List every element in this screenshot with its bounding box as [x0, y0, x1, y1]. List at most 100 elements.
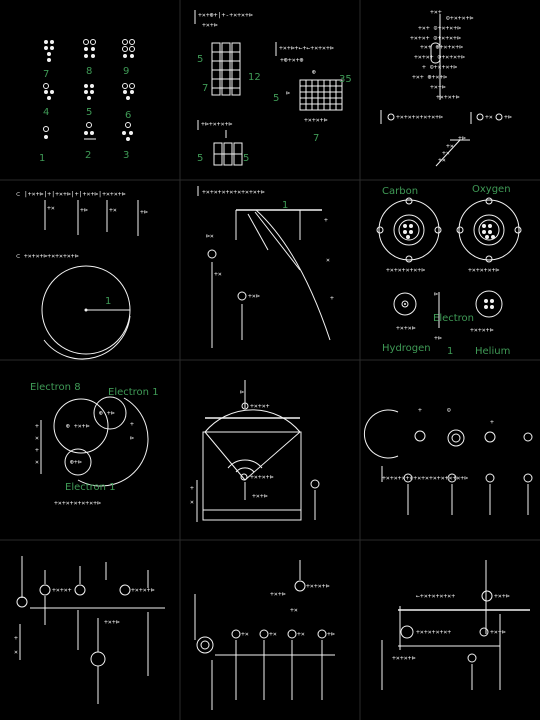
label-five: 5	[86, 107, 92, 118]
label-carbon: Carbon	[382, 186, 418, 197]
svg-text:×: ×	[35, 458, 39, 466]
label-one-electron: 1	[447, 346, 453, 357]
svg-text:+×: +×	[241, 630, 249, 638]
svg-text:+×: +×	[214, 270, 222, 278]
panel-12-cross: ←+×+×+×+×+ +×+⊳ +×+×+×+×+ +×+⊳ +×+×+⊳	[381, 560, 530, 690]
svg-text:+×+×+⊳: +×+×+⊳	[250, 473, 274, 481]
label-hydrogen: Hydrogen	[382, 343, 431, 354]
label-five-a: 5	[197, 54, 203, 65]
svg-text:+×+×⊳: +×+×⊳	[396, 324, 416, 332]
svg-text:⊂ |+×+⊳|+|+×+⊳|+|+×+⊳|+×+×+⊳: ⊂ |+×+⊳|+|+×+⊳|+|+×+⊳|+×+×+⊳	[16, 190, 126, 198]
svg-text:+⊳: +⊳	[140, 208, 148, 216]
column-stack-left	[211, 42, 241, 96]
svg-text:×: ×	[190, 498, 194, 506]
svg-text:+×+: +×+	[430, 8, 442, 16]
svg-text:+×+×+×+×+×+×+×+×+×+×+⊳: +×+×+×+×+×+×+×+×+×+×+⊳	[382, 474, 468, 482]
svg-text:+×+×+⊳: +×+×+⊳	[470, 326, 494, 334]
oxygen-atom: +×+×+×+⊳	[456, 197, 522, 274]
svg-text:+⊳: +⊳	[327, 630, 335, 638]
label-three: 3	[123, 150, 129, 161]
label-seven: 7	[43, 69, 49, 80]
symbol-eight	[83, 39, 96, 58]
svg-text:+⊳: +⊳	[80, 206, 88, 214]
electron-arrow: ⊳ +⊳	[434, 290, 442, 342]
svg-text:+×+ ⊕+×+⊳: +×+ ⊕+×+⊳	[412, 73, 447, 81]
svg-text:⊂ +×+×+⊳+×+×+×+⊳: ⊂ +×+×+⊳+×+×+×+⊳	[16, 252, 79, 260]
svg-text:+×⊳: +×⊳	[248, 292, 260, 300]
panel-10-network: +×+×+ +×+×+⊳ +× +×+⊳	[14, 556, 165, 704]
svg-text:+×: +×	[109, 206, 117, 214]
svg-text:+×+⊳: +×+⊳	[252, 492, 268, 500]
panel-2-multiplication: +×+⊕+|+-+×+×+⊳ +×+⊳ 5 12 7 +×+⊳+←+←+×+×+…	[194, 10, 352, 166]
symbol-two	[84, 122, 96, 140]
svg-text:+×: +×	[269, 630, 277, 638]
svg-text:+×+×+⊳: +×+×+⊳	[304, 116, 328, 124]
label-helium: Helium	[475, 346, 510, 357]
svg-text:+: +	[490, 418, 494, 426]
svg-text:+×+×+: +×+×+	[250, 402, 270, 410]
svg-text:⊳: ⊳	[130, 434, 134, 442]
panel-6-atoms: Carbon Oxygen +×+×+×+×+⊳ +×+	[376, 184, 522, 357]
svg-text:⊕ +×+⊳: ⊕ +×+⊳	[66, 422, 90, 430]
svg-text:+×+×+⊳: +×+×+⊳	[392, 654, 416, 662]
curve-label: 1	[282, 200, 288, 211]
svg-text:+×+×+×+×+×+⊳: +×+×+×+×+×+⊳	[396, 113, 443, 121]
label-oxygen: Oxygen	[472, 184, 511, 195]
svg-text:+×+ ⊕+×+×+⊳: +×+ ⊕+×+×+⊳	[420, 43, 463, 51]
svg-text:+×+ ⊙+×+×+⊳: +×+ ⊙+×+×+⊳	[418, 24, 461, 32]
bottom-formula: +⊳+×+×+⊳	[197, 120, 243, 166]
label-electron-1-top: Electron 1	[108, 387, 159, 398]
panel-1-number-symbols: 7 8 9 4 5 6 1 2	[39, 39, 135, 164]
carbon-atom: +×+×+×+×+⊳	[376, 197, 442, 274]
label-five-d: 5	[243, 153, 249, 164]
svg-text:+×: +×	[47, 204, 55, 212]
label-twelve: 12	[248, 72, 261, 83]
svg-text:+: +	[324, 216, 328, 224]
svg-text:×: ×	[35, 434, 39, 442]
sector-arc	[204, 409, 301, 481]
tree-staircase: +⊳ +× +× +×	[435, 134, 470, 167]
grid-seven-by-five: ⊕ ⊳ +×+×+⊳	[286, 68, 343, 124]
symbol-four	[43, 83, 54, 100]
svg-text:×: ×	[326, 256, 330, 264]
svg-text:⊳: ⊳	[240, 388, 244, 396]
svg-text:+×+×+ ⊙+×+×+⊳: +×+×+ ⊙+×+×+⊳	[410, 34, 461, 42]
panel-9-circles: ⊙ + + +×+×+×+×+×+×+×+×+×+×+⊳	[363, 406, 533, 515]
panel-11-chain: +×+×+⊳ +× +× +× +⊳ +×+⊳ +×	[194, 560, 335, 710]
svg-text:+⊳: +⊳	[458, 134, 466, 142]
svg-text:×: ×	[14, 648, 18, 656]
label-nine: 9	[123, 66, 129, 77]
svg-text:+×+×+ ⊙+×+×+⊳: +×+×+ ⊙+×+×+⊳	[414, 53, 465, 61]
svg-text:+×+×+×+×+: +×+×+×+×+	[416, 628, 451, 636]
svg-text:+×+×+×+×+×+⊳: +×+×+×+×+×+⊳	[54, 499, 101, 507]
svg-text:+: +	[14, 634, 18, 642]
tree-branches: +×+ ⊙+×+×+⊳ +×+ ⊙+×+×+⊳ +×+×+ ⊙+×+×+⊳ +×…	[410, 8, 473, 101]
svg-text:+×: +×	[297, 630, 305, 638]
label-two: 2	[85, 150, 91, 161]
svg-text:+ ⊙+×+×+⊳: + ⊙+×+×+⊳	[422, 63, 457, 71]
svg-text:+×+⊳: +×+⊳	[270, 590, 286, 598]
svg-text:+×: +×	[485, 113, 493, 121]
svg-text:⊕+⊳: ⊕+⊳	[70, 458, 82, 466]
svg-text:←+×+×+×+×+: ←+×+×+×+×+	[416, 592, 455, 600]
label-five-b: 5	[273, 93, 279, 104]
svg-text:+×+×+⊳: +×+×+⊳	[131, 586, 155, 594]
svg-text:+×: +×	[442, 149, 450, 157]
svg-text:+×+×+: +×+×+	[52, 586, 72, 594]
symbol-three	[122, 122, 133, 141]
top-formula: +×+⊕+|+-+×+×+⊳ +×+⊳	[194, 10, 253, 29]
panel-3-symbol-tree: +×+ ⊙+×+×+⊳ +×+ ⊙+×+×+⊳ +×+×+ ⊙+×+×+⊳ +×…	[380, 8, 512, 167]
panel-4-circle: ⊂ |+×+⊳|+|+×+⊳|+|+×+⊳|+×+×+⊳ +× +⊳ +× +⊳ ⊂…	[16, 190, 148, 360]
label-electron-1-bottom: Electron 1	[65, 482, 116, 493]
vertical-formula: +× +× +⊳	[35, 420, 134, 474]
curve	[255, 209, 331, 341]
svg-text:+: +	[330, 294, 334, 302]
label-eight: 8	[86, 66, 92, 77]
svg-text:+×+×+×+×+⊳: +×+×+×+×+⊳	[386, 266, 425, 274]
svg-text:+×+⊕+|+-+×+×+⊳: +×+⊕+|+-+×+×+⊳	[198, 11, 253, 19]
svg-text:⊕ +⊳: ⊕ +⊳	[99, 409, 115, 417]
label-five-c: 5	[197, 153, 203, 164]
hydrogen-atom: +×+×⊳	[393, 292, 417, 332]
